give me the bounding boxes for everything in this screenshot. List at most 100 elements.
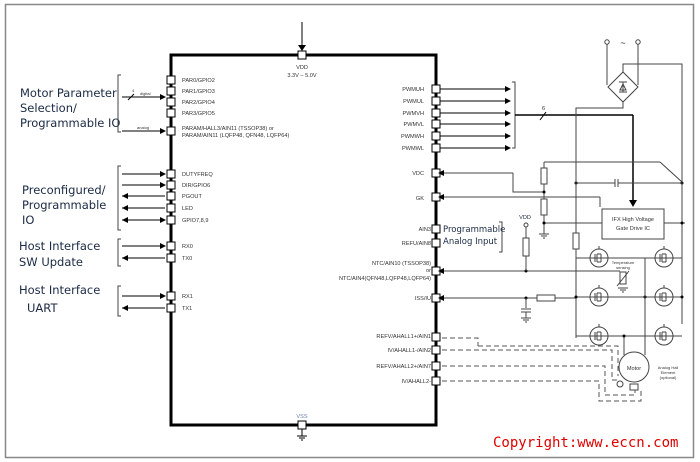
pin-label: VDC bbox=[412, 171, 424, 177]
pin-box bbox=[166, 180, 176, 190]
group-label-line: UART bbox=[27, 301, 58, 315]
dc-link-capacitor bbox=[614, 179, 619, 187]
arrow-head bbox=[505, 86, 511, 92]
group-label-line: Programmable IO bbox=[20, 116, 120, 130]
diode-icon bbox=[619, 81, 627, 93]
pin-label: AIN3 bbox=[419, 227, 431, 233]
pin-box bbox=[431, 332, 441, 342]
pin-label: TX1 bbox=[182, 306, 192, 312]
group-label-line: Host Interface bbox=[19, 239, 100, 253]
pin-box bbox=[431, 96, 441, 106]
arrow-head bbox=[438, 295, 444, 301]
bracket-pwm bbox=[512, 81, 516, 149]
left-pin-boxes bbox=[166, 75, 176, 313]
capacitor-icon bbox=[521, 308, 531, 313]
pin-box bbox=[431, 119, 441, 129]
motor-symbol bbox=[618, 351, 650, 383]
pin-box bbox=[166, 253, 176, 263]
arrow-head bbox=[122, 217, 128, 223]
bracket-prog-analog bbox=[499, 221, 503, 253]
arrow-head bbox=[505, 145, 511, 151]
ac-terminal bbox=[604, 39, 610, 45]
arrow-head bbox=[160, 128, 166, 134]
right-pin-boxes bbox=[431, 84, 441, 386]
gate-driver-label: IFX High Voltage bbox=[612, 217, 654, 223]
pin-box bbox=[166, 75, 176, 85]
pin-label: ISS/IU bbox=[415, 296, 431, 302]
arrow-head bbox=[160, 182, 166, 188]
ac-terminal bbox=[635, 39, 641, 45]
ground-icon bbox=[297, 435, 307, 441]
hall-element-label: Analog Hall bbox=[658, 365, 679, 370]
pin-box bbox=[166, 203, 176, 213]
pwm-width-label: 6 bbox=[542, 106, 545, 112]
hv-rail-minus bbox=[575, 102, 624, 338]
junction-dot bbox=[680, 221, 684, 225]
arrow-head bbox=[160, 243, 166, 249]
pin-label: PAR3/GPIO5 bbox=[182, 111, 215, 117]
pin-label: PAR2/GPIO4 bbox=[182, 100, 215, 106]
group-label-line: Preconfigured/ bbox=[22, 183, 106, 197]
pwm-output-arrows bbox=[440, 86, 511, 151]
pin-label: GPIO7,8,9 bbox=[182, 218, 208, 224]
arrow-head bbox=[505, 121, 511, 127]
pin-box bbox=[431, 108, 441, 118]
vdc-wire bbox=[512, 173, 544, 193]
pin-label: GK bbox=[416, 196, 424, 202]
hall-wire-2 bbox=[442, 349, 617, 381]
ground-icon bbox=[618, 287, 628, 293]
pin-label: RX0 bbox=[182, 244, 193, 250]
arrow-head bbox=[122, 255, 128, 261]
ground-icon bbox=[521, 317, 531, 323]
pin-label: IV/AHALL2- bbox=[401, 379, 431, 385]
group-label-line: IO bbox=[22, 213, 34, 227]
pin-label: DUTYFREQ bbox=[182, 172, 213, 178]
arrow-head bbox=[505, 110, 511, 116]
junction-dot bbox=[622, 334, 626, 338]
bias-resistor bbox=[572, 232, 580, 250]
pin-box bbox=[431, 84, 441, 94]
junction-dot bbox=[542, 190, 546, 194]
arrow-head bbox=[505, 98, 511, 104]
junction-dot bbox=[574, 295, 578, 299]
pin-box bbox=[166, 191, 176, 201]
pin-label: TX0 bbox=[182, 256, 192, 262]
vdd-label: VDD bbox=[296, 65, 308, 71]
junction-dot bbox=[680, 295, 684, 299]
hall-element-label: Element bbox=[661, 370, 677, 375]
pin-box bbox=[431, 376, 441, 386]
divider-resistor-bottom bbox=[540, 198, 548, 216]
pin-label: PWMUH bbox=[402, 87, 424, 93]
pin-label: PWMVL bbox=[403, 122, 424, 128]
prog-analog-label: Programmable bbox=[443, 225, 505, 235]
group-motor-param: Motor Parameter Selection/ Programmable … bbox=[20, 86, 120, 130]
vdd-pin bbox=[297, 50, 307, 60]
pin-label: PWMWH bbox=[401, 134, 424, 140]
pin-box bbox=[166, 215, 176, 225]
pin-box bbox=[431, 224, 441, 234]
analog-label: analog bbox=[137, 125, 149, 130]
digital-label: digital bbox=[140, 91, 151, 96]
group-host-sw-update: Host Interface SW Update bbox=[19, 239, 100, 269]
digital-width-label: 4 bbox=[132, 88, 135, 93]
arrow-head bbox=[122, 193, 128, 199]
junction-dot bbox=[542, 221, 546, 225]
hall-wire-3 bbox=[442, 365, 636, 396]
hall-sensor bbox=[629, 383, 639, 391]
group-label-line: SW Update bbox=[19, 255, 83, 269]
arrow-head bbox=[438, 170, 444, 176]
pin-label: PAR1/GPIO3 bbox=[182, 89, 215, 95]
diagram-frame bbox=[4, 3, 695, 459]
pin-label: DIR/GPIO6 bbox=[182, 183, 210, 189]
vss-pin bbox=[297, 420, 307, 430]
ac-symbol: ~ bbox=[620, 38, 625, 48]
pin-box bbox=[166, 86, 176, 96]
hall-element-label: (optional) bbox=[660, 375, 677, 380]
vdd-arrow-head bbox=[298, 45, 306, 51]
group-preconfigured: Preconfigured/ Programmable IO bbox=[22, 183, 106, 227]
bus-slash bbox=[539, 111, 547, 121]
vdd-terminal bbox=[523, 222, 529, 228]
pin-label: IV/AHALL1-/AIN2 bbox=[387, 348, 431, 354]
bracket-host-uart bbox=[117, 285, 121, 317]
